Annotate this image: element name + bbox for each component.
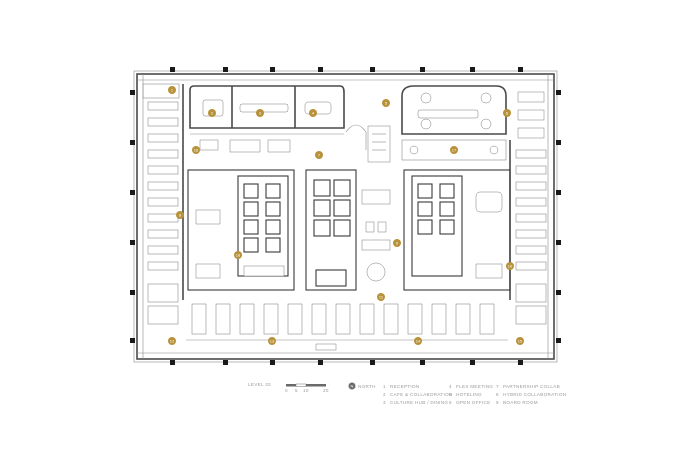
legend-label: CULTURE HUB / DINING (390, 400, 448, 405)
legend-num: 6 (449, 400, 452, 405)
svg-text:1: 1 (171, 87, 174, 92)
building-shell (133, 70, 558, 363)
legend-num: 2 (383, 392, 386, 397)
svg-text:11: 11 (379, 294, 384, 299)
zone-marker-10: 10 (506, 262, 514, 270)
svg-text:17: 17 (452, 147, 457, 152)
svg-text:16: 16 (194, 147, 199, 152)
zone-marker-4: 4 (309, 109, 317, 117)
scale-tick-1: 5 (295, 388, 298, 393)
zone-marker-3: 3 (256, 109, 264, 117)
north-arrow-icon (348, 382, 356, 390)
svg-text:10: 10 (508, 263, 513, 268)
svg-text:4: 4 (312, 110, 315, 115)
legend-label: PARTNERSHIP COLLAB (503, 384, 560, 389)
svg-text:2: 2 (211, 110, 214, 115)
zone-marker-1: 1 (168, 86, 176, 94)
open-office-workstations (186, 303, 508, 351)
legend: 1 RECEPTION 2 CAFE & COLLABORATION 3 CUL… (383, 384, 566, 405)
legend-label: BOARD ROOM (503, 400, 538, 405)
zone-marker-2: 2 (208, 109, 216, 117)
north-label: NORTH (358, 384, 376, 389)
svg-text:14: 14 (416, 338, 421, 343)
svg-text:13: 13 (270, 338, 275, 343)
left-wing-offices (142, 83, 184, 325)
zone-marker-18: 18 (234, 251, 242, 259)
svg-text:9: 9 (396, 240, 399, 245)
legend-num: 9 (496, 400, 499, 405)
reception-area (345, 124, 391, 163)
svg-text:8: 8 (179, 212, 182, 217)
svg-text:7: 7 (318, 152, 321, 157)
legend-num: 1 (383, 384, 386, 389)
svg-text:5: 5 (385, 100, 388, 105)
culture-hub-center (361, 189, 391, 282)
svg-text:12: 12 (170, 338, 175, 343)
legend-label: HOTELING (456, 392, 482, 397)
svg-text:3: 3 (259, 110, 262, 115)
zone-marker-9: 9 (393, 239, 401, 247)
legend-label: HYBRID COLLABORATION (503, 392, 566, 397)
legend-num: 8 (496, 392, 499, 397)
svg-text:18: 18 (236, 252, 241, 257)
legend-num: 5 (449, 392, 452, 397)
legend-label: FLEX MEETING (456, 384, 493, 389)
legend-num: 4 (449, 384, 452, 389)
building-core-right (403, 169, 511, 291)
perimeter-columns (130, 67, 561, 365)
scale-bar: 0 5 10 20 (285, 383, 329, 393)
zone-marker-13: 13 (268, 337, 276, 345)
collaboration-zone-top-right (401, 85, 545, 161)
zone-marker-12: 12 (168, 337, 176, 345)
scale-tick-2: 10 (303, 388, 309, 393)
zone-marker-8: 8 (176, 211, 184, 219)
scale-tick-3: 20 (323, 388, 329, 393)
svg-text:15: 15 (518, 338, 523, 343)
zone-marker-7: 7 (315, 151, 323, 159)
legend-num: 7 (496, 384, 499, 389)
zone-marker-17: 17 (450, 146, 458, 154)
legend-label: RECEPTION (390, 384, 420, 389)
svg-text:6: 6 (506, 110, 509, 115)
scale-tick-0: 0 (285, 388, 288, 393)
right-wing-offices (509, 140, 547, 325)
north-arrow: N NORTH (348, 382, 376, 390)
level-label: LEVEL 33 (248, 382, 271, 387)
legend-label: CAFE & COLLABORATION (390, 392, 453, 397)
zone-marker-15: 15 (516, 337, 524, 345)
legend-label: OPEN OFFICE (456, 400, 490, 405)
building-core-left (187, 169, 295, 291)
zone-marker-5: 5 (382, 99, 390, 107)
zone-marker-11: 11 (377, 293, 385, 301)
zone-markers: 1 2 3 4 5 6 7 8 9 10 11 12 13 14 15 16 1… (168, 86, 524, 345)
building-core-center (305, 169, 357, 291)
legend-num: 3 (383, 400, 386, 405)
zone-marker-14: 14 (414, 337, 422, 345)
svg-text:N: N (351, 383, 354, 388)
zone-marker-6: 6 (503, 109, 511, 117)
zone-marker-16: 16 (192, 146, 200, 154)
meeting-pods-top-left (189, 85, 345, 153)
